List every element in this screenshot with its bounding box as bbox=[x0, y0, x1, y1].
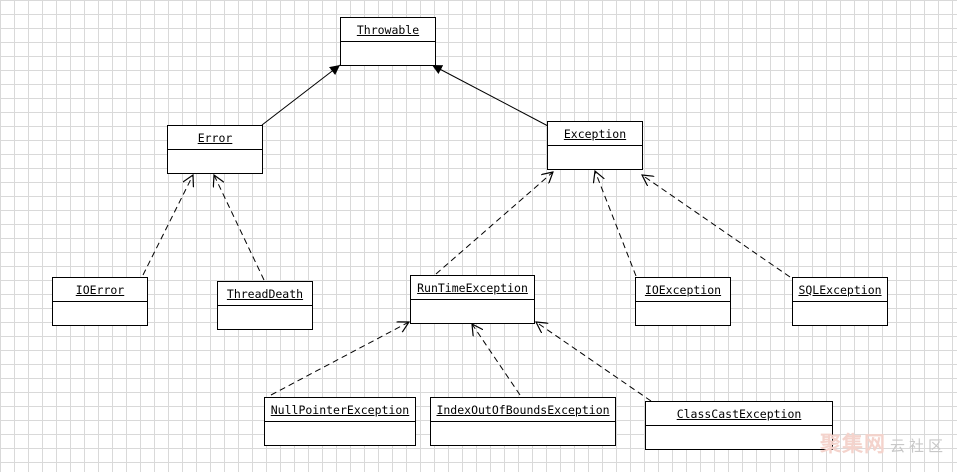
class-box-sqlexception[interactable]: SQLException bbox=[792, 277, 888, 326]
class-attributes-sqlexception bbox=[793, 302, 887, 325]
class-box-ioexception[interactable]: IOException bbox=[635, 277, 731, 326]
class-name-runtimeexception: RunTimeException bbox=[411, 276, 534, 300]
class-name-error: Error bbox=[168, 126, 262, 150]
edge-threaddeath-to-error bbox=[214, 175, 265, 281]
edge-sqlexception-to-exception bbox=[642, 175, 791, 278]
class-name-throwable: Throwable bbox=[341, 18, 435, 42]
class-attributes-exception bbox=[548, 146, 642, 169]
class-attributes-throwable bbox=[341, 42, 435, 65]
class-box-exception[interactable]: Exception bbox=[547, 121, 643, 170]
class-box-nullpointerexception[interactable]: NullPointerException bbox=[264, 397, 416, 446]
class-name-nullpointerexception: NullPointerException bbox=[265, 398, 415, 422]
edge-exception-to-throwable bbox=[431, 64, 549, 127]
watermark: 聚集网 云社区 bbox=[820, 428, 947, 458]
edge-classcast-to-runtime bbox=[536, 322, 652, 402]
class-box-indexoutofboundsexception[interactable]: IndexOutOfBoundsException bbox=[430, 397, 616, 446]
edge-nullpointer-to-runtime bbox=[270, 322, 409, 396]
class-name-sqlexception: SQLException bbox=[793, 278, 887, 302]
class-name-threaddeath: ThreadDeath bbox=[218, 282, 312, 306]
class-box-error[interactable]: Error bbox=[167, 125, 263, 174]
class-name-exception: Exception bbox=[548, 122, 642, 146]
class-box-throwable[interactable]: Throwable bbox=[340, 17, 436, 66]
class-attributes-error bbox=[168, 150, 262, 173]
class-attributes-nullpointerexception bbox=[265, 422, 415, 445]
class-attributes-runtimeexception bbox=[411, 300, 534, 323]
class-attributes-ioerror bbox=[53, 302, 147, 325]
edge-error-to-throwable bbox=[261, 64, 341, 126]
edge-runtime-to-exception bbox=[435, 172, 553, 275]
class-box-threaddeath[interactable]: ThreadDeath bbox=[217, 281, 313, 330]
class-name-indexoutofboundsexception: IndexOutOfBoundsException bbox=[431, 398, 615, 422]
watermark-subtitle: 云社区 bbox=[889, 437, 947, 455]
class-box-ioerror[interactable]: IOError bbox=[52, 277, 148, 326]
watermark-logo-text: 聚集网 bbox=[819, 432, 886, 456]
class-box-runtimeexception[interactable]: RunTimeException bbox=[410, 275, 535, 324]
class-attributes-threaddeath bbox=[218, 306, 312, 329]
edge-ioexception-to-exception bbox=[595, 171, 637, 277]
edge-ioerror-to-error bbox=[142, 175, 193, 276]
class-name-ioexception: IOException bbox=[636, 278, 730, 302]
class-attributes-ioexception bbox=[636, 302, 730, 325]
edge-indexoutofbounds-to-runtime bbox=[472, 324, 521, 396]
class-attributes-indexoutofboundsexception bbox=[431, 422, 615, 445]
class-name-ioerror: IOError bbox=[53, 278, 147, 302]
class-attributes-classcastexception bbox=[646, 426, 832, 449]
class-box-classcastexception[interactable]: ClassCastException bbox=[645, 401, 833, 450]
class-name-classcastexception: ClassCastException bbox=[646, 402, 832, 426]
